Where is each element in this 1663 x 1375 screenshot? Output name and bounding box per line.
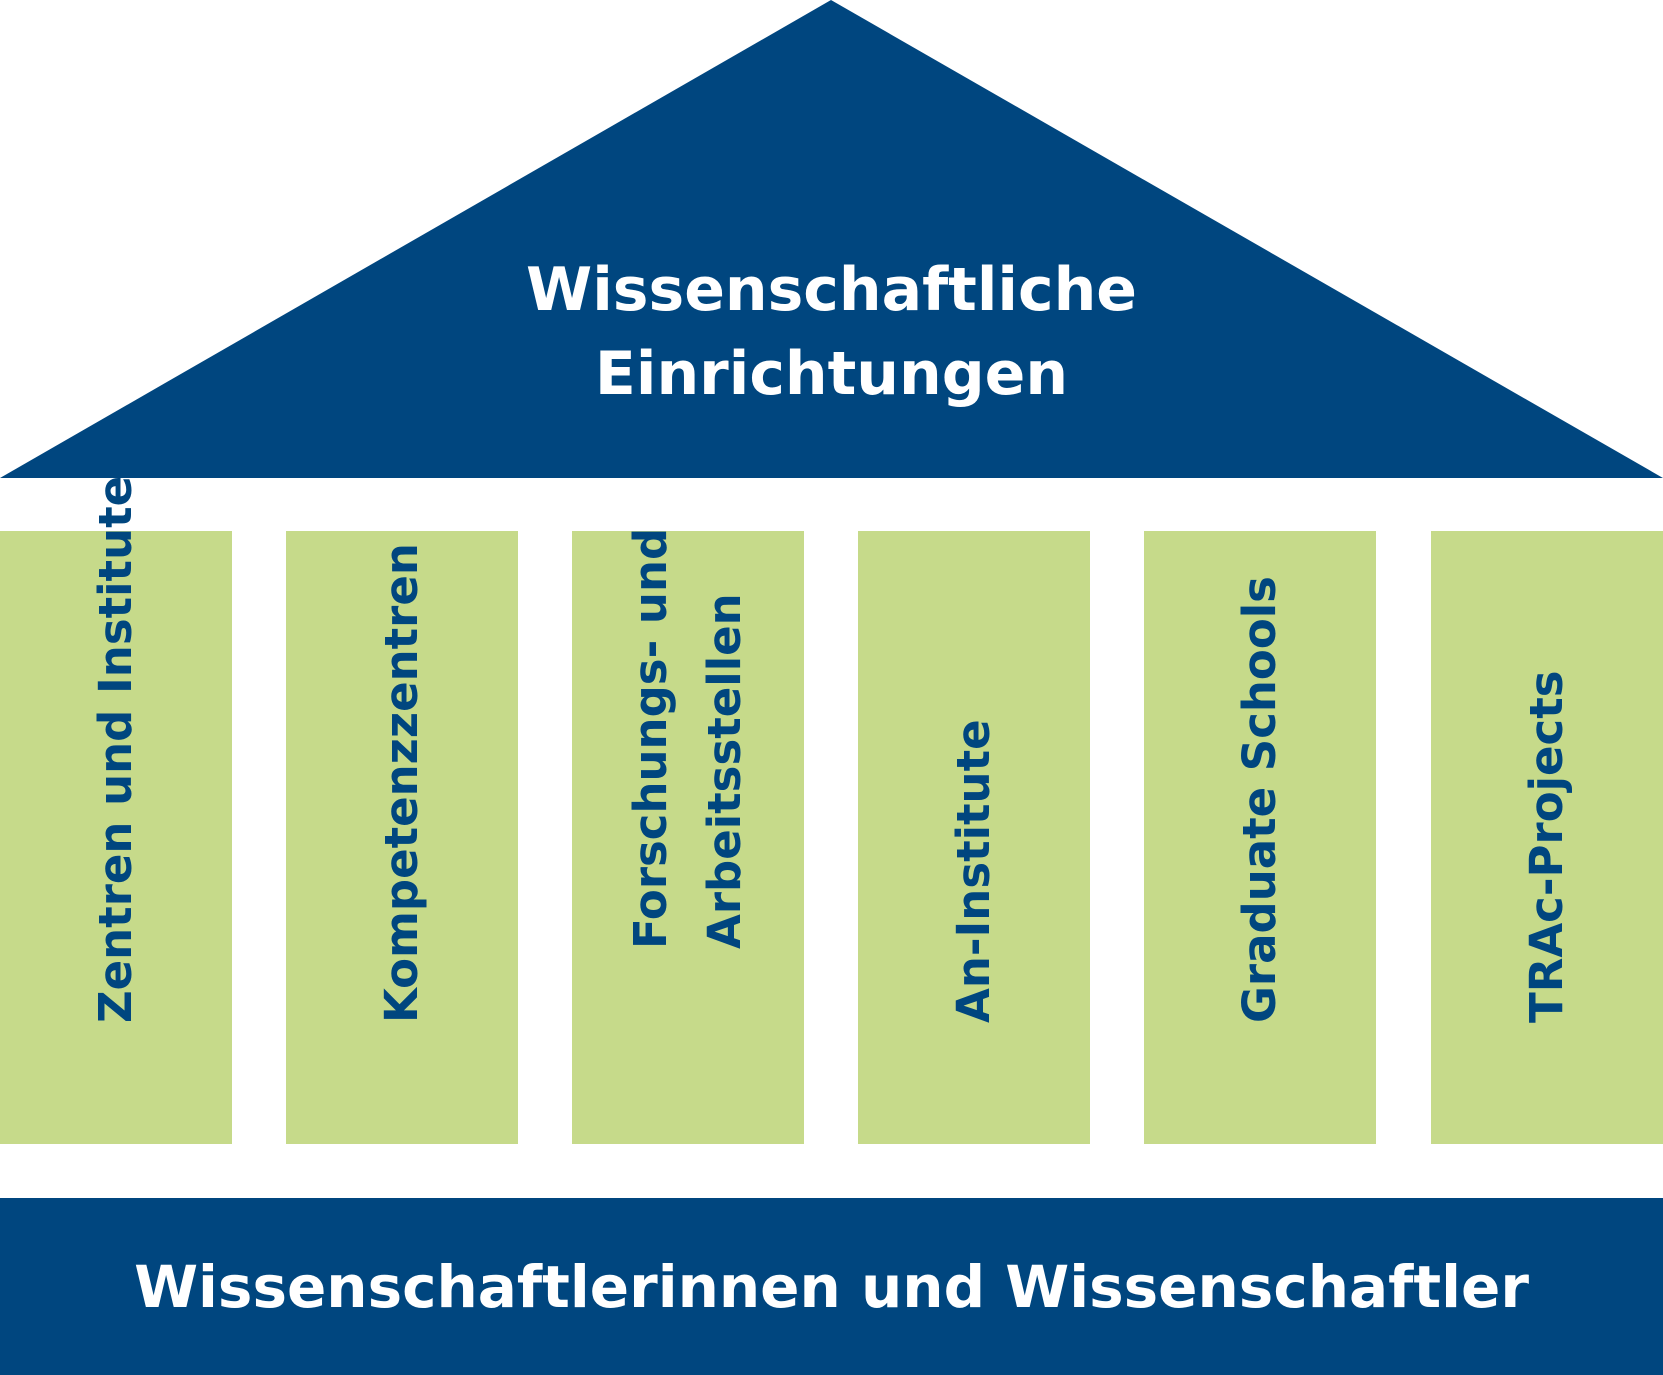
- pillar-trac-projects: TRAc-Projects: [1431, 531, 1663, 1144]
- pillar-label: Graduate Schools: [1223, 576, 1297, 1023]
- base-title: Wissenschaftlerinnen und Wissenschaftler: [134, 1252, 1529, 1321]
- base-foundation: Wissenschaftlerinnen und Wissenschaftler: [0, 1198, 1663, 1375]
- pillar-label: An-Institute: [937, 719, 1011, 1023]
- pillar-graduate-schools: Graduate Schools: [1144, 531, 1376, 1144]
- pillar-label-line: Graduate Schools: [1233, 576, 1286, 1023]
- pillar-an-institute: An-Institute: [858, 531, 1090, 1144]
- pillar-zentren-und-institute: Zentren und Institute: [0, 476, 232, 1144]
- pillar-forschungs-und-arbeitsstellen: Forschungs- und Arbeitsstellen: [572, 528, 804, 1144]
- pillar-label-line: An-Institute: [947, 719, 1000, 1023]
- roof-triangle: [0, 0, 1663, 478]
- roof-title-line: Wissenschaftliche: [526, 255, 1137, 325]
- roof-title-line: Einrichtungen: [594, 339, 1069, 409]
- pillar-label-line: Forschungs- und: [624, 527, 677, 949]
- pillar-label: Forschungs- und Arbeitsstellen: [614, 528, 762, 949]
- pillar-label-line: Zentren und Institute: [89, 475, 142, 1023]
- roof: Wissenschaftliche Einrichtungen: [0, 0, 1663, 480]
- roof-title: Wissenschaftliche Einrichtungen: [0, 248, 1663, 416]
- pillar-label: Kompetenzzentren: [365, 543, 439, 1023]
- pillar-label-line: TRAc-Projects: [1520, 670, 1573, 1023]
- pillar-label-line: Arbeitsstellen: [698, 593, 751, 949]
- pillar-label: TRAc-Projects: [1510, 670, 1584, 1023]
- pillar-label: Zentren und Institute: [79, 476, 153, 1023]
- pillar-kompetenzzentren: Kompetenzzentren: [286, 531, 518, 1144]
- pillar-label-line: Kompetenzzentren: [375, 543, 428, 1023]
